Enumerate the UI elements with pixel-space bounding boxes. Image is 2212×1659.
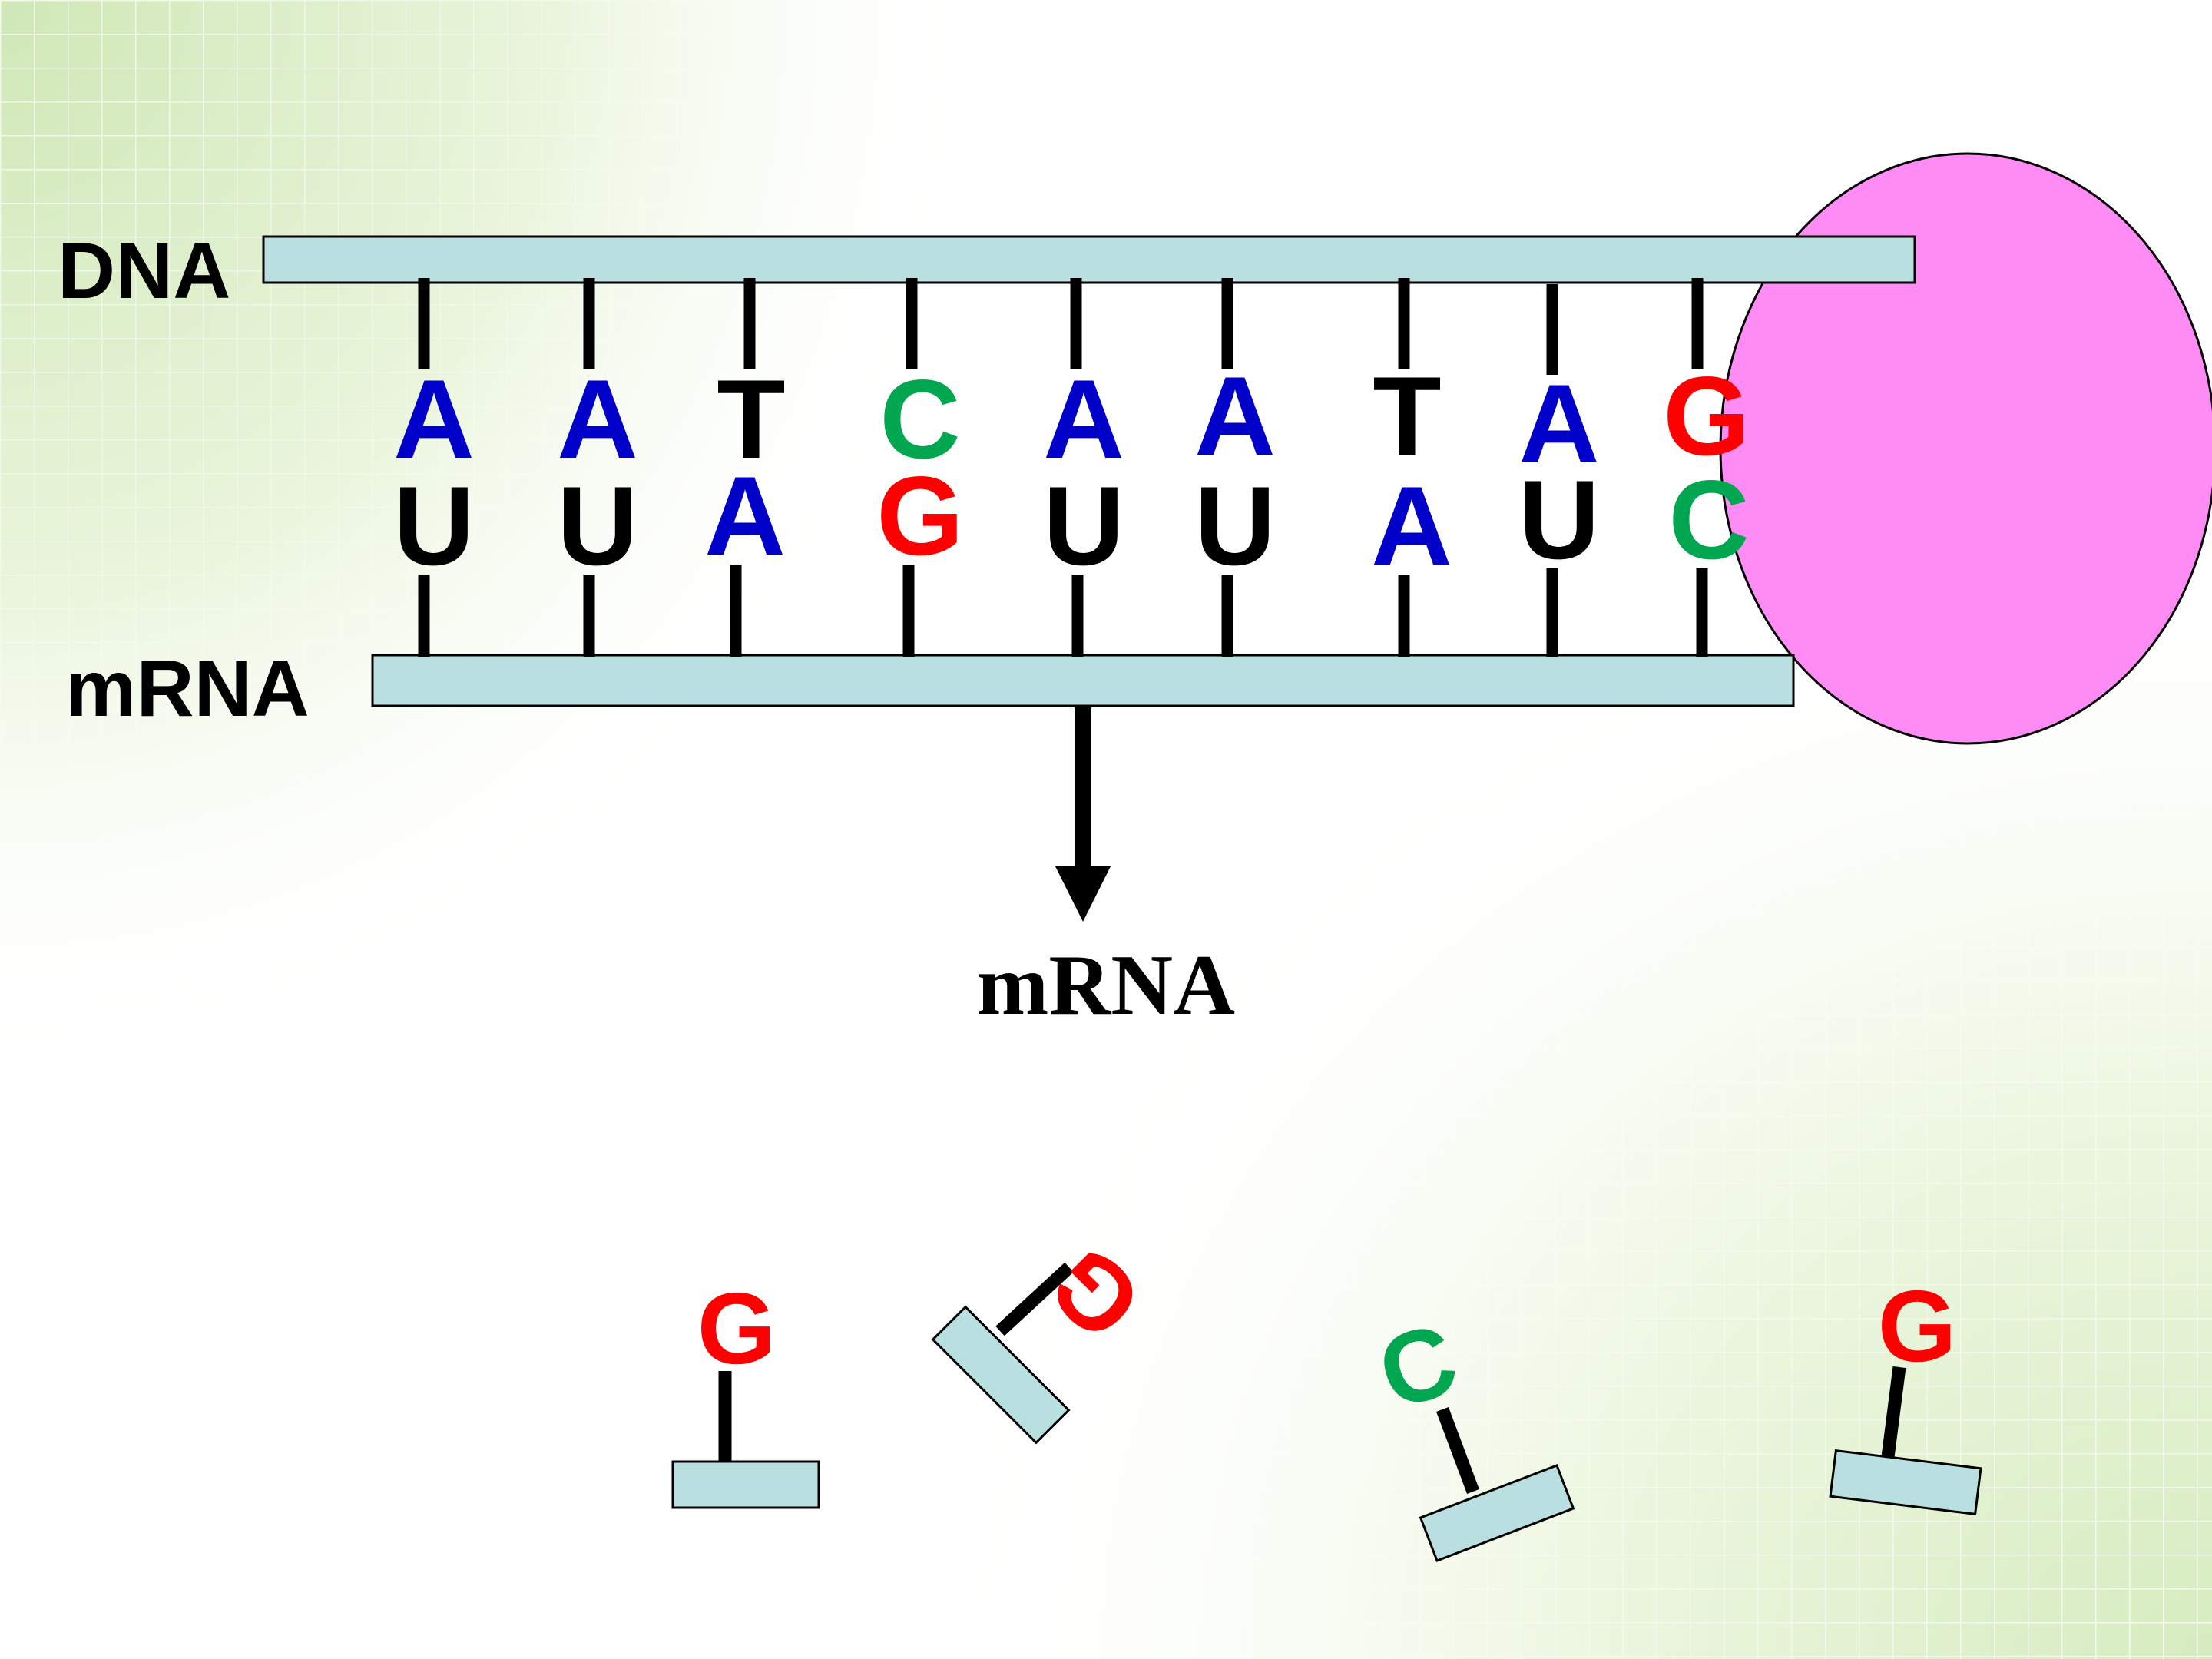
dna-base: A [557,356,637,482]
rna-base: U [393,463,474,588]
dna-label: DNA [58,227,230,316]
release-arrow [1055,707,1111,922]
base-pair: T A [1371,278,1452,657]
dna-base: A [1194,353,1275,478]
dna-base: T [1373,353,1441,478]
base-pairs: A U A U T A C G A U [393,278,1750,657]
rna-base: C [1668,457,1749,582]
dna-base: A [393,356,474,482]
mrna-strand [371,654,1795,707]
dna-base: A [1518,361,1599,486]
rna-base: U [1043,463,1124,588]
free-base: G [1878,1270,1957,1382]
base-pair: A U [1194,278,1276,657]
mrna-product-label: mRNA [977,938,1235,1033]
rna-base: A [704,453,785,578]
rna-base: A [1371,463,1452,588]
free-nucleotide: G [671,1272,820,1509]
dna-strand [262,235,1916,284]
dna-base: C [879,356,960,482]
rna-base: U [1518,457,1599,582]
free-base: G [697,1272,777,1385]
base-pair: A U [557,278,638,657]
free-nucleotide: G [1829,1270,1982,1516]
base-pair: T A [704,278,786,657]
rna-polymerase-enzyme [1719,152,2212,745]
base-pair: A U [393,278,475,657]
base-pair: A U [1518,284,1600,657]
mrna-strand-label: mRNA [65,644,310,733]
base-pair: A U [1043,278,1124,657]
rna-base: G [876,453,964,578]
dna-base: T [717,356,785,482]
base-pair: C G [876,278,964,657]
base-pair: G C [1663,278,1750,657]
dna-base: A [1043,356,1124,482]
dna-base: G [1663,353,1750,478]
rna-base: U [557,463,637,588]
rna-base: U [1194,463,1275,588]
